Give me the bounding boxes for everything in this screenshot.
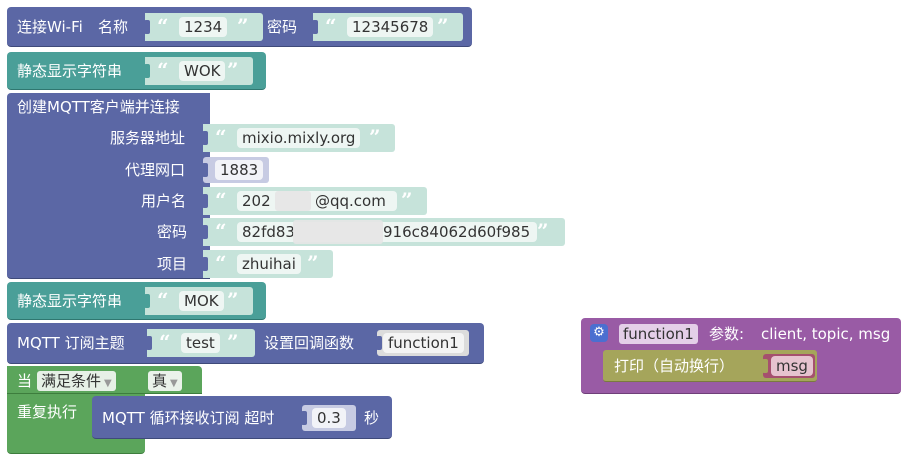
redaction-mask: [275, 191, 311, 211]
boolean-dropdown[interactable]: 真▼: [148, 371, 182, 391]
static-display-value[interactable]: WOK: [179, 61, 226, 81]
mqtt-password-value-start: 82fd83: [242, 223, 295, 241]
mqtt-port-number[interactable]: 1883: [202, 157, 269, 183]
wifi-password-string[interactable]: “ 12345678 ”: [312, 13, 463, 41]
static-display-block-2[interactable]: 静态显示字符串 “ MOK ”: [7, 282, 266, 320]
mqtt-connect-block[interactable]: 创建MQTT客户端并连接 服务器地址 “ mixio.mixly.org ” 代…: [7, 93, 565, 279]
mqtt-project-label: 项目: [157, 255, 188, 273]
mqtt-server-value[interactable]: mixio.mixly.org: [237, 128, 361, 148]
mqtt-subscribe-block[interactable]: MQTT 订阅主题 “ test ” 设置回调函数 function1: [7, 323, 484, 364]
mqtt-server-string[interactable]: “ mixio.mixly.org ”: [202, 124, 395, 152]
mqtt-subscribe-label: MQTT 订阅主题: [17, 334, 125, 352]
mqtt-topic-string[interactable]: “ test ”: [146, 329, 255, 357]
timeout-number[interactable]: 0.3: [301, 405, 356, 431]
mqtt-password-value-end: 916c84062d60f985: [383, 223, 531, 241]
static-display-label: 静态显示字符串: [17, 62, 123, 80]
mqtt-check-block[interactable]: MQTT 循环接收订阅 超时 0.3 秒: [92, 396, 392, 439]
mqtt-username-label: 用户名: [141, 192, 187, 210]
mqtt-callback-input[interactable]: function1: [376, 330, 469, 356]
function-definition-block[interactable]: ⚙ function1 参数: client, topic, msg 打印（自动…: [581, 318, 901, 394]
print-arg-value[interactable]: msg: [771, 356, 813, 376]
mqtt-callback-label: 设置回调函数: [264, 334, 355, 352]
mqtt-server-label: 服务器地址: [110, 129, 186, 147]
function-name-value: function1: [623, 325, 694, 343]
dropdown-arrow-icon: ▼: [170, 378, 178, 389]
mqtt-username-value[interactable]: 202 @qq.com: [237, 191, 397, 211]
timeout-unit-label: 秒: [364, 409, 380, 427]
mqtt-project-value[interactable]: zhuihai: [237, 254, 301, 274]
wifi-connect-block[interactable]: 连接Wi-Fi 名称 “ 1234 ” 密码 “ 12345678 ”: [7, 7, 472, 47]
static-display-block-1[interactable]: 静态显示字符串 “ WOK ”: [7, 52, 266, 90]
dropdown-arrow-icon: ▼: [104, 378, 112, 389]
static-display-string[interactable]: “ MOK ”: [144, 287, 253, 315]
redaction-mask: [293, 220, 383, 244]
mqtt-connect-label: 创建MQTT客户端并连接: [17, 98, 180, 116]
boolean-value: 真: [152, 372, 168, 390]
wifi-password-value[interactable]: 12345678: [347, 17, 434, 37]
function-params-list: client, topic, msg: [761, 325, 891, 343]
loop-mode-dropdown[interactable]: 满足条件▼: [37, 371, 116, 391]
mqtt-password-value[interactable]: 82fd83 916c84062d60f985: [237, 220, 537, 244]
mqtt-username-string[interactable]: “ 202 @qq.com ”: [202, 187, 427, 215]
wifi-name-string[interactable]: “ 1234 ”: [144, 13, 263, 41]
mqtt-topic-value[interactable]: test: [181, 333, 220, 353]
wifi-name-label: 名称: [98, 18, 129, 36]
print-arg-variable[interactable]: msg: [762, 354, 815, 378]
static-display-string[interactable]: “ WOK ”: [144, 57, 253, 85]
gear-icon[interactable]: ⚙: [590, 324, 608, 342]
mqtt-project-string[interactable]: “ zhuihai ”: [202, 250, 333, 278]
timeout-value[interactable]: 0.3: [312, 408, 346, 428]
mqtt-password-string[interactable]: “ 82fd83 916c84062d60f985 ”: [202, 218, 565, 246]
mqtt-username-value-end: @qq.com: [315, 192, 386, 210]
function-name-field[interactable]: function1: [619, 324, 698, 344]
mqtt-check-label: MQTT 循环接收订阅 超时: [102, 409, 275, 427]
while-label: 当: [17, 372, 33, 390]
mqtt-port-label: 代理网口: [125, 161, 186, 179]
wifi-connect-label: 连接Wi-Fi: [17, 18, 83, 36]
repeat-label: 重复执行: [17, 403, 78, 421]
print-block[interactable]: 打印（自动换行） msg: [603, 350, 817, 382]
static-display-value[interactable]: MOK: [179, 291, 224, 311]
wifi-password-label: 密码: [267, 18, 298, 36]
mqtt-password-label: 密码: [157, 223, 188, 241]
wifi-name-value[interactable]: 1234: [179, 17, 228, 37]
print-label: 打印（自动换行）: [614, 357, 735, 375]
mqtt-port-value[interactable]: 1883: [215, 160, 264, 180]
loop-mode-value: 满足条件: [41, 372, 102, 390]
function-params-label: 参数:: [709, 325, 745, 343]
mqtt-username-value-start: 202: [242, 192, 271, 210]
static-display-label: 静态显示字符串: [17, 292, 123, 310]
mqtt-callback-value[interactable]: function1: [383, 333, 464, 353]
